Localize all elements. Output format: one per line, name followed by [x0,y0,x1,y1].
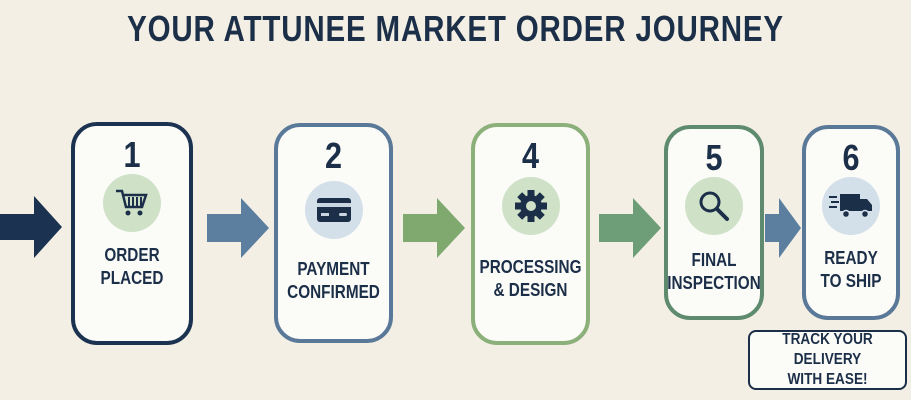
arrow-icon [403,198,465,258]
page-title: YOUR ATTUNEE MARKET ORDER JOURNEY [127,8,784,49]
step-number: 1 [123,134,141,175]
step-number: 5 [705,137,723,178]
step-number: 2 [324,135,343,176]
arrow-icon [599,198,661,258]
callout-text: TRACK YOUR DELIVERY WITH EASE! [782,331,873,388]
shopping-cart-icon [103,174,161,232]
track-delivery-callout: TRACK YOUR DELIVERY WITH EASE! [748,330,907,390]
arrow-icon [765,198,801,258]
arrow-icon [0,196,62,258]
step-label: PROCESSING& DESIGN [479,257,582,300]
credit-card-icon [304,181,363,239]
arrow-icon [207,198,269,258]
step-number: 4 [521,135,540,176]
gear-icon [501,177,560,235]
magnifier-icon [685,177,743,235]
step-number: 6 [842,137,860,178]
delivery-truck-icon [822,177,880,235]
step-card-processing-design: 4 PROCESSING& DESIGN [471,123,590,345]
